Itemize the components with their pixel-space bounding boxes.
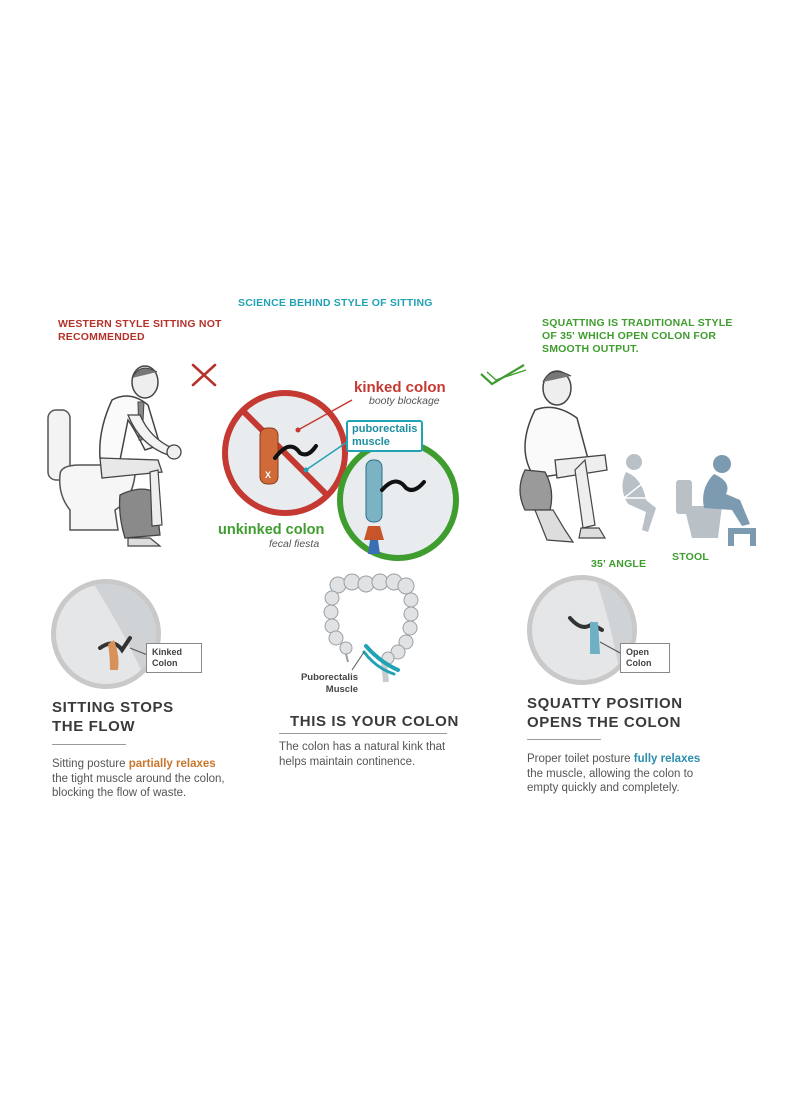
open-box-line1: Open — [626, 647, 650, 657]
angle-label: 35' ANGLE — [591, 558, 647, 570]
squatting-caption-line1: SQUATTING IS TRADITIONAL STYLE — [542, 317, 733, 329]
squatting-caption: SQUATTING IS TRADITIONAL STYLE OF 35' WH… — [542, 317, 733, 356]
colon-comparison-diagram: X — [222, 390, 459, 561]
squatty-text-start: Proper toilet posture — [527, 753, 634, 765]
green-check-icon — [480, 364, 527, 386]
colon-description: The colon has a natural kink that helps … — [279, 740, 479, 769]
squatty-heading-line1: SQUATTY POSITION — [527, 695, 683, 712]
left-divider — [52, 744, 126, 745]
sitting-text-start: Sitting posture — [52, 758, 129, 770]
svg-text:X: X — [265, 470, 271, 480]
puborectalis-line2: muscle — [352, 436, 390, 448]
squatty-text-line2: the muscle, allowing the colon to — [527, 767, 694, 780]
squatting-man-illustration — [519, 370, 608, 543]
squatty-text-line3: empty quickly and completely. — [527, 782, 680, 794]
unkinked-colon-label: unkinked colon — [218, 522, 325, 538]
sitting-heading-line2: THE FLOW — [52, 718, 136, 735]
kinked-colon-box: Kinked Colon — [146, 643, 202, 673]
booty-blockage-label: booty blockage — [369, 395, 440, 407]
colon-text-line1: The colon has a natural kink that — [279, 741, 446, 753]
squat-angle-figures — [622, 454, 756, 546]
colon-text-line2: helps maintain continence. — [279, 755, 416, 768]
kinked-colon-circle — [51, 579, 161, 689]
squatty-description: Proper toilet posture fully relaxes the … — [527, 752, 747, 796]
puborectalis-callout: puborectalis muscle — [346, 420, 424, 452]
red-x-icon — [191, 363, 217, 387]
partially-relaxes-highlight: partially relaxes — [128, 758, 216, 770]
center-divider — [279, 733, 447, 734]
puborectalis-line1: puborectalis — [352, 423, 418, 435]
right-divider — [527, 739, 601, 740]
page-title: SCIENCE BEHIND STYLE OF SITTING — [238, 297, 433, 309]
puborectalis-muscle-line1: Puborectalis — [300, 672, 358, 683]
sitting-text-line3: blocking the flow of waste. — [52, 787, 187, 799]
squatting-caption-line3: SMOOTH OUTPUT. — [542, 343, 639, 355]
western-caption-line2: RECOMMENDED — [58, 331, 145, 343]
colon-heading: THIS IS YOUR COLON — [290, 713, 459, 730]
kinked-box-line2: Colon — [152, 658, 178, 668]
squatting-caption-line2: OF 35' WHICH OPEN COLON FOR — [542, 330, 717, 342]
squatty-heading: SQUATTY POSITION OPENS THE COLON — [527, 694, 683, 732]
fecal-fiesta-label: fecal fiesta — [269, 538, 320, 550]
kinked-colon-label: kinked colon — [354, 379, 446, 396]
western-sitting-caption: WESTERN STYLE SITTING NOT RECOMMENDED — [58, 318, 222, 344]
colon-illustration — [323, 573, 419, 683]
sitting-heading: SITTING STOPS THE FLOW — [52, 698, 174, 736]
kinked-box-line1: Kinked — [152, 647, 183, 657]
sitting-description: Sitting posture partially relaxes the ti… — [52, 757, 252, 801]
fully-relaxes-highlight: fully relaxes — [633, 753, 701, 765]
puborectalis-muscle-line2: Muscle — [325, 684, 358, 695]
sitting-man-illustration — [47, 365, 182, 547]
western-caption-line1: WESTERN STYLE SITTING NOT — [58, 318, 222, 330]
open-colon-box: Open Colon — [620, 643, 670, 673]
sitting-heading-line1: SITTING STOPS — [52, 699, 174, 716]
squatty-heading-line2: OPENS THE COLON — [527, 714, 682, 731]
open-box-line2: Colon — [626, 658, 652, 668]
stool-label: STOOL — [672, 551, 709, 563]
sitting-text-line2: the tight muscle around the colon, — [52, 772, 225, 785]
puborectalis-muscle-label: Puborectalis Muscle — [298, 672, 358, 696]
